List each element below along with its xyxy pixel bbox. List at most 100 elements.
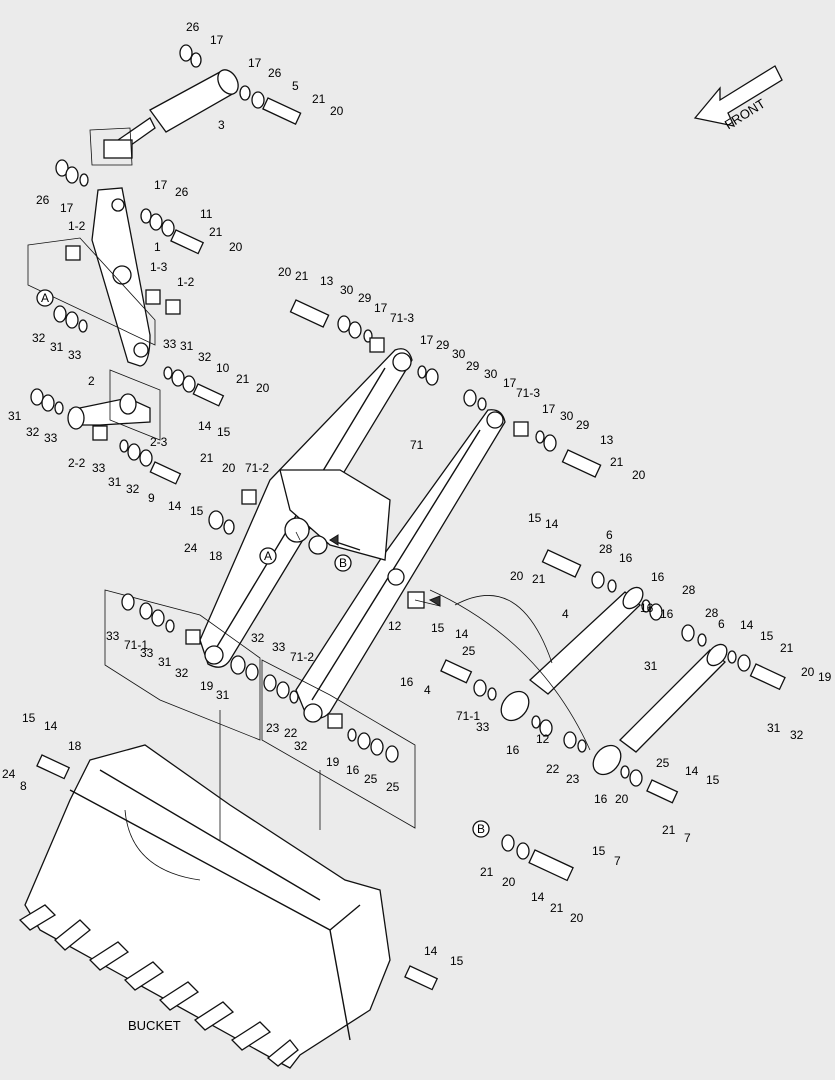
part-label: 71-2 [245,461,269,475]
part-label: 31 [8,409,22,423]
part-label: 25 [386,780,400,794]
part-label: 14 [455,627,469,641]
part-label: 20 [632,468,646,482]
part-label: 32 [32,331,46,345]
callout-b-2: B [477,822,485,836]
part-label: 16 [400,675,414,689]
pin-13b [561,449,602,478]
part-label: 15 [217,425,231,439]
part-label: 31 [108,475,122,489]
part-label: 13 [600,433,614,447]
part-label: 24 [184,541,198,555]
pin-7b [404,965,439,991]
part-label: 33 [68,348,82,362]
part-label: 16 [594,792,608,806]
part-label: 32 [175,666,189,680]
bucket [18,744,391,1069]
part-label: 21 [780,641,794,655]
pin-10 [192,383,225,407]
part-label: 20 [570,911,584,925]
part-label: 31 [180,339,194,353]
part-label: 15 [760,629,774,643]
part-label: 21 [209,225,223,239]
part-label: 33 [140,646,154,660]
part-label: 1 [154,240,161,254]
part-label: 24 [2,767,16,781]
part-label: 6 [718,617,725,631]
part-label: 16 [346,763,360,777]
part-label: 14 [424,944,438,958]
part-label: 33 [163,337,177,351]
part-label: 32 [294,739,308,753]
part-label: 21 [480,865,494,879]
part-label: 11 [200,207,213,221]
part-label: 30 [560,409,574,423]
part-label: 21 [295,269,309,283]
pin-7a [36,754,71,780]
part-label: 17 [248,56,262,70]
part-label: 20 [801,665,815,679]
part-label: 19 [200,679,214,693]
part-label: 2 [88,374,95,388]
part-label: 16 [619,551,633,565]
part-label: 31 [644,659,658,673]
pin-5 [262,97,302,125]
part-label: 28 [705,606,719,620]
part-label: 10 [216,361,230,375]
part-label: 15 [431,621,445,635]
part-label: 20 [510,569,524,583]
tilt-cylinder [103,69,239,159]
part-label: 32 [251,631,265,645]
pin-6b [749,663,786,691]
pin-13a [289,299,330,328]
part-label: 12 [536,732,550,746]
part-label: 30 [340,283,354,297]
part-label: 25 [462,644,476,658]
part-label: 21 [312,92,326,106]
part-label: 22 [284,726,298,740]
pin-12b [646,779,679,804]
part-label: 26 [186,20,200,34]
part-label: 16 [506,743,520,757]
part-label: 15 [190,504,204,518]
part-label: 15 [22,711,36,725]
part-label: 71-1 [456,709,480,723]
part-label: 33 [272,640,286,654]
part-label: 6 [606,528,613,542]
part-label: 33 [92,461,106,475]
boom-cross-frame [279,469,391,561]
part-label: 1-3 [150,260,168,274]
part-label: 12 [388,619,402,633]
part-label: 71-1 [124,638,148,652]
part-label: 22 [546,762,560,776]
part-label: 14 [44,719,58,733]
part-label: 16 [651,570,665,584]
part-label: 7 [614,854,621,868]
part-label: 20 [615,792,629,806]
part-label: 17 [60,201,74,215]
part-label: 32 [126,482,140,496]
part-label: 29 [436,338,450,352]
part-label: 14 [685,764,699,778]
part-label: 71-3 [390,311,414,325]
lift-cylinder-upper [500,586,644,722]
part-label: 17 [503,376,517,390]
part-label: 26 [175,185,189,199]
pin-9 [149,461,182,485]
part-label: 31 [767,721,781,735]
part-label: 33 [44,431,58,445]
part-label: 21 [532,572,546,586]
part-label: 25 [364,772,378,786]
part-label: 18 [68,739,82,753]
part-label: 21 [610,455,624,469]
callout-a-1: A [41,291,49,305]
lift-cylinder-lower [592,643,728,776]
part-label: 30 [452,347,466,361]
part-label: 20 [256,381,270,395]
part-label: 20 [222,461,236,475]
part-label: 15 [592,844,606,858]
part-label: 29 [576,418,590,432]
part-label: 71-2 [290,650,314,664]
callout-b-1: B [339,556,347,570]
